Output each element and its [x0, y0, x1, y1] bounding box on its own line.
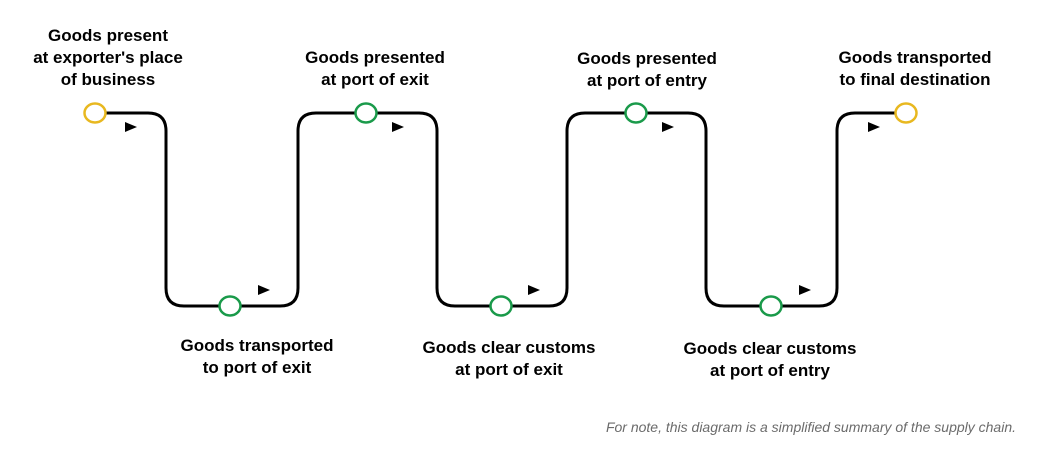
stage-label-4-line-1: Goods clear customs [422, 338, 596, 357]
stage-marker-3 [354, 102, 378, 124]
stage-label-6: Goods clear customs at port of entry [684, 338, 857, 382]
stage-label-1-line-3: of business [60, 70, 156, 89]
stage-label-6-line-1: Goods clear customs [683, 339, 857, 358]
stage-label-1-line-1: Goods present [48, 26, 168, 45]
direction-arrow-4 [528, 285, 540, 295]
stage-marker-1 [83, 102, 107, 124]
stage-marker-5 [624, 102, 648, 124]
stage-label-1: Goods present at exporter's place of bus… [33, 25, 183, 91]
direction-arrow-5 [662, 122, 674, 132]
direction-arrow-2 [258, 285, 270, 295]
stage-label-3: Goods presented at port of exit [305, 47, 445, 91]
stage-marker-7 [894, 102, 918, 124]
stage-label-6-line-2: at port of entry [710, 361, 830, 380]
stage-marker-2 [218, 295, 242, 317]
stage-label-2: Goods transported to port of exit [180, 335, 333, 379]
direction-arrow-6 [799, 285, 811, 295]
stage-label-1-line-2: at exporter's place [33, 48, 183, 67]
flow-line [106, 111, 895, 308]
stage-label-4-line-2: at port of exit [455, 360, 563, 379]
stage-label-7: Goods transported to final destination [838, 47, 991, 91]
stage-label-3-line-2: at port of exit [321, 70, 429, 89]
stage-marker-4 [489, 295, 513, 317]
direction-arrow-1 [125, 122, 137, 132]
stage-label-2-line-1: Goods transported [180, 336, 334, 355]
stage-label-4: Goods clear customs at port of exit [423, 337, 596, 381]
stage-marker-6 [759, 295, 783, 317]
stage-label-7-line-1: Goods transported [838, 48, 992, 67]
direction-arrow-7 [868, 122, 880, 132]
stage-label-5-line-1: Goods presented [577, 49, 717, 68]
stage-label-7-line-2: to final destination [839, 70, 991, 89]
diagram-footnote: For note, this diagram is a simplified s… [605, 419, 1016, 435]
stage-label-2-line-2: to port of exit [202, 358, 312, 377]
stage-label-5-line-2: at port of entry [587, 71, 707, 90]
stage-label-3-line-1: Goods presented [305, 48, 445, 67]
direction-arrow-3 [392, 122, 404, 132]
stage-label-5: Goods presented at port of entry [577, 48, 717, 92]
